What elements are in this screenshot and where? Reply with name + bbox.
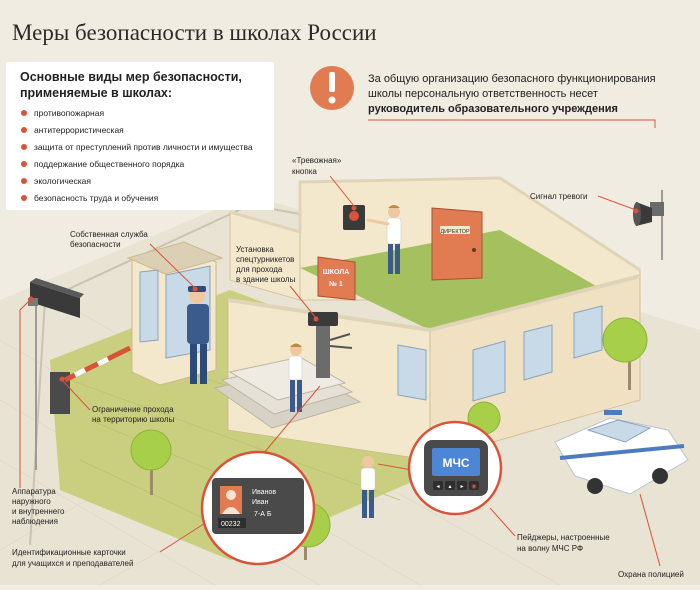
svg-text:для учащихся и преподавателей: для учащихся и преподавателей: [12, 559, 133, 568]
callout-barrier: Ограничение прохода на территорию школы: [59, 376, 175, 424]
person-at-alarm: [366, 205, 402, 274]
page-title: Меры безопасности в школах России: [12, 20, 377, 45]
alarm-siren: [633, 190, 664, 260]
id-card-name-2: Иван: [252, 499, 269, 506]
school-wall-cap: [227, 274, 641, 333]
callout-own-security: Собственная служба безопасности: [70, 230, 198, 292]
callout-police: Охрана полицией: [618, 493, 684, 579]
school-sign: [317, 256, 356, 301]
tree: [602, 317, 648, 390]
legend-item: поддержание общественного порядка: [34, 159, 185, 169]
notice-line1: За общую организацию безопасного функцио…: [368, 73, 656, 85]
pager-button: [445, 481, 455, 490]
tree: [130, 429, 172, 495]
svg-text:Собственная служба: Собственная служба: [70, 230, 148, 239]
id-card-name-1: Иванов: [252, 489, 276, 496]
svg-text:безопасности: безопасности: [70, 240, 121, 249]
svg-text:для прохода: для прохода: [236, 265, 283, 274]
legend-panel: Основные виды мер безопасности, применяе…: [6, 62, 274, 210]
id-card-inset: Иванов Иван 7-А Б 00232: [200, 385, 321, 566]
svg-text:Пейджеры, настроенные: Пейджеры, настроенные: [517, 533, 610, 542]
student-at-turnstile: [288, 343, 303, 412]
security-guard: [187, 286, 209, 384]
callout-id-cards: Идентификационные карточки для учащихся …: [12, 519, 211, 568]
callout-turnstiles: Установка спецтурникетов для прохода в з…: [236, 245, 319, 322]
id-card-number: 00232: [221, 521, 241, 528]
facade-windows: [397, 305, 603, 402]
svg-text:Аппаратура: Аппаратура: [12, 487, 56, 496]
director-door-label: ДИРЕКТОР: [440, 229, 470, 235]
notice-line3: руководитель образовательного учреждения: [368, 103, 618, 115]
director-door-plate: [440, 226, 470, 234]
pager-button: [433, 481, 443, 490]
window: [523, 324, 553, 381]
school-sign-line2: № 1: [329, 280, 343, 288]
turnstile: [308, 312, 353, 378]
legend-heading-line2: применяемые в школах:: [20, 86, 172, 100]
svg-text:«Тревожная»: «Тревожная»: [292, 156, 342, 165]
svg-text:Охрана полицией: Охрана полицией: [618, 570, 684, 579]
pager-button-glyph: ▴: [448, 484, 451, 490]
svg-text:Сигнал тревоги: Сигнал тревоги: [530, 192, 587, 201]
notice-line2: школы персональную ответственность несет: [368, 88, 598, 100]
pager-button: [469, 481, 479, 490]
pager-screen: [432, 448, 480, 476]
legend-bullet: [21, 195, 27, 201]
student-on-lawn: [360, 456, 376, 518]
callout-cctv: Аппаратура наружного и внутреннего наблю…: [12, 296, 65, 526]
svg-text:спецтурникетов: спецтурникетов: [236, 255, 294, 264]
pager-button-glyph: ▸: [460, 484, 463, 490]
svg-text:Установка: Установка: [236, 245, 274, 254]
svg-text:Идентификационные карточки: Идентификационные карточки: [12, 548, 126, 557]
pager-button-glyph: ◉: [471, 484, 476, 490]
svg-text:наблюдения: наблюдения: [12, 517, 58, 526]
svg-text:Ограничение прохода: Ограничение прохода: [92, 405, 174, 414]
pager-buttons: ◂ ▴ ▸ ◉: [433, 481, 479, 490]
svg-text:на территорию школы: на территорию школы: [92, 415, 175, 424]
pager-button-glyph: ◂: [436, 484, 439, 490]
notice-block: За общую организацию безопасного функцио…: [310, 66, 656, 128]
legend-item: экологическая: [34, 176, 91, 186]
legend-bullet: [21, 161, 27, 167]
school-sign-line1: ШКОЛА: [323, 269, 350, 276]
legend-item: безопасность труда и обучения: [34, 193, 159, 203]
door-handle: [472, 248, 476, 252]
legend-item: противопожарная: [34, 108, 104, 118]
window: [472, 340, 506, 402]
callout-alarm-button: «Тревожная» кнопка: [292, 156, 357, 211]
window: [573, 305, 603, 359]
pager-button: [457, 481, 467, 490]
pager-screen-text: МЧС: [442, 456, 469, 470]
svg-text:кнопка: кнопка: [292, 167, 317, 176]
alarm-button: [349, 211, 359, 221]
barrier-gate: [50, 345, 132, 414]
school-wall-cap-back: [229, 176, 641, 272]
cctv-camera: [28, 278, 84, 470]
legend-heading-line1: Основные виды мер безопасности,: [20, 70, 242, 84]
legend-bullet: [21, 110, 27, 116]
legend-items: противопожарная антитеррористическая защит…: [21, 108, 253, 203]
legend-item: защита от преступлений против личности и…: [34, 142, 253, 152]
svg-text:на волну МЧС РФ: на волну МЧС РФ: [517, 544, 583, 553]
id-card-grade: 7-А Б: [254, 511, 272, 518]
pager-inset: МЧС ◂ ▴ ▸ ◉: [377, 420, 503, 516]
legend-item: антитеррористическая: [34, 125, 124, 135]
svg-text:наружного: наружного: [12, 497, 51, 506]
director-door: [431, 207, 483, 281]
police-car: [554, 410, 689, 495]
legend-bullet: [21, 127, 27, 133]
legend-bullet: [21, 178, 27, 184]
svg-text:в здание школы: в здание школы: [236, 275, 296, 284]
callout-alarm-signal: Сигнал тревоги: [530, 192, 639, 214]
window: [397, 344, 427, 401]
legend-bullet: [21, 144, 27, 150]
callout-pagers: Пейджеры, настроенные на волну МЧС РФ: [489, 507, 610, 553]
svg-text:и внутреннего: и внутреннего: [12, 507, 65, 516]
